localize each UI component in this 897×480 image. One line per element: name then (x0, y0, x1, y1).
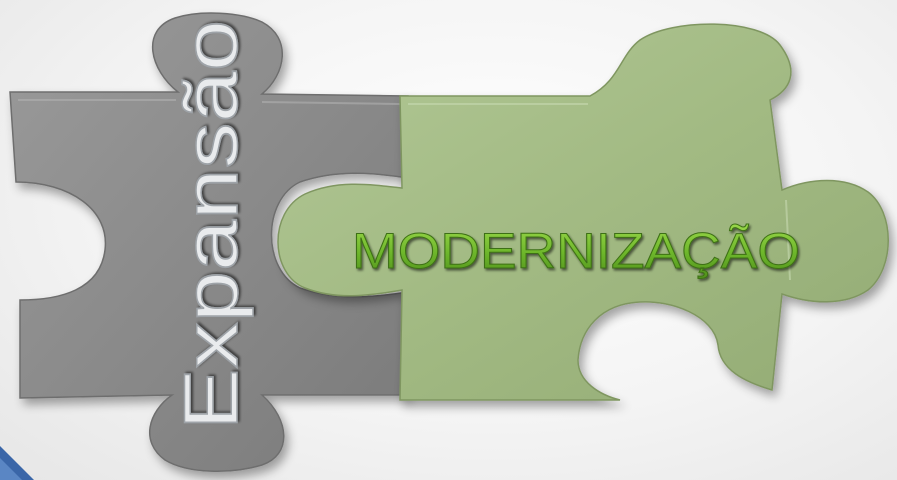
left-puzzle-piece (9, 12, 409, 472)
expansao-label: Expansão (169, 20, 254, 430)
corner-accent-highlight (0, 458, 22, 480)
modernizacao-label: MODERNIZAÇÃO (352, 223, 800, 279)
right-puzzle-piece (277, 23, 889, 401)
